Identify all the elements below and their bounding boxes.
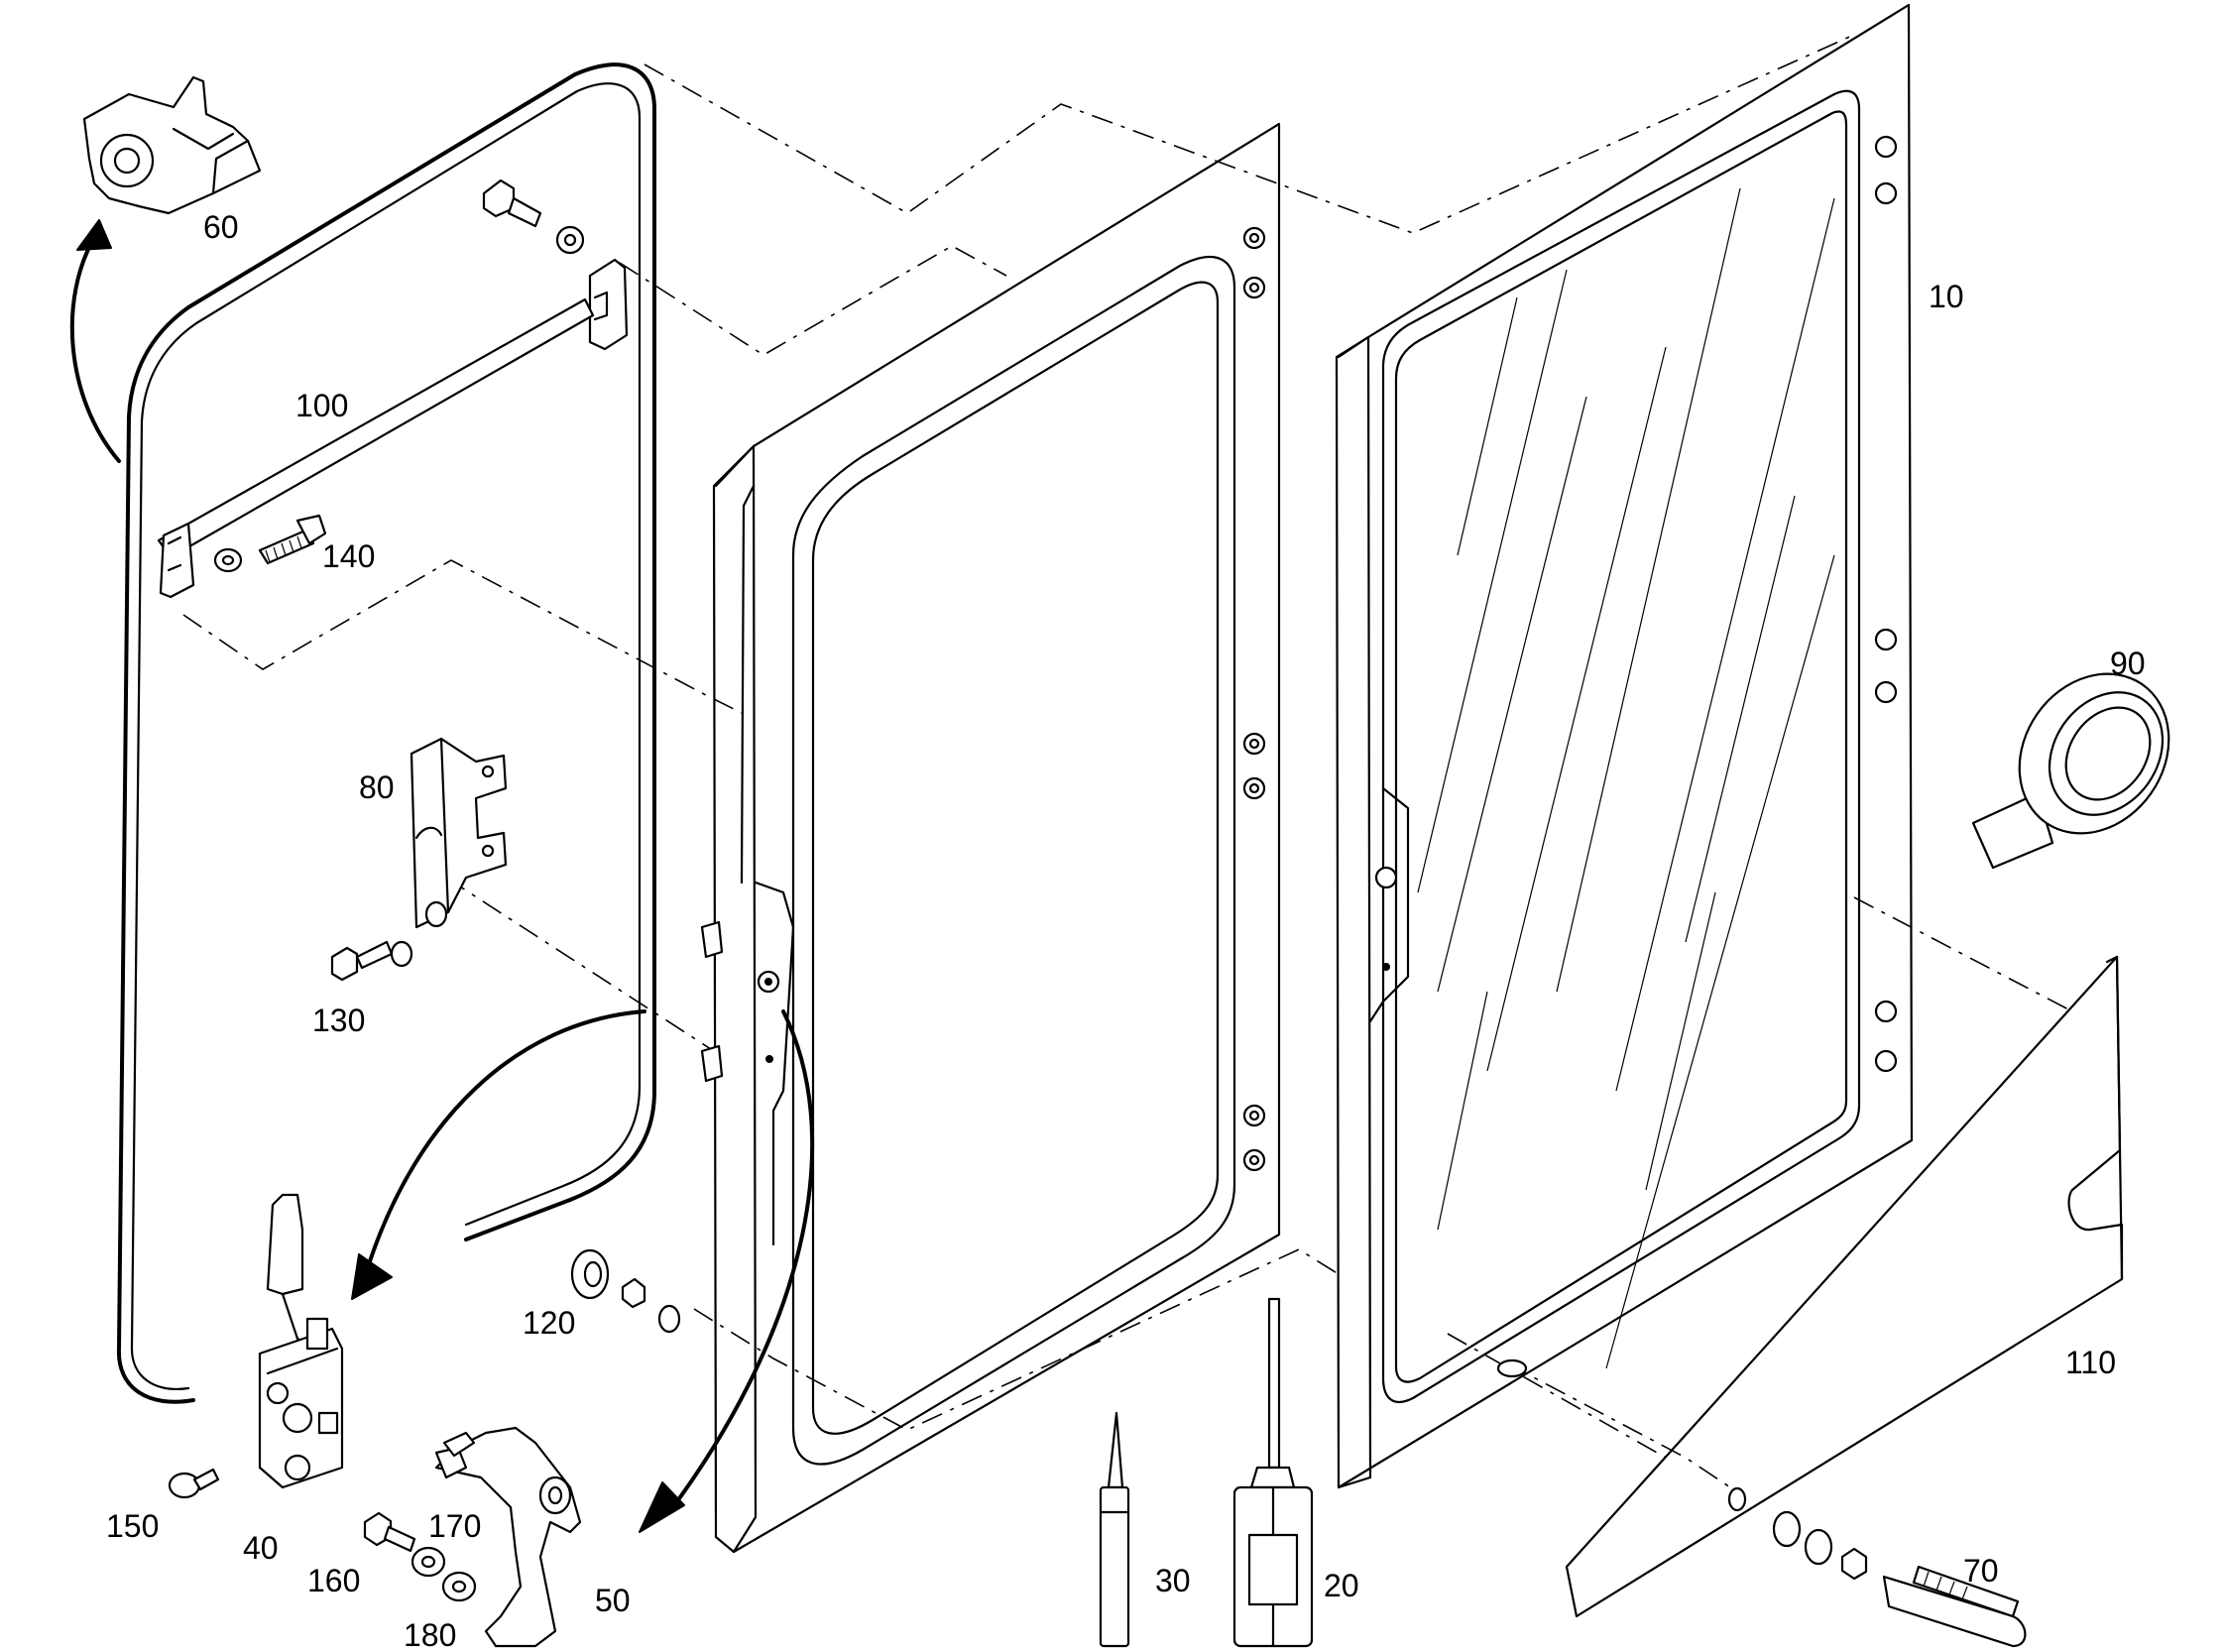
part-160-bolt xyxy=(363,1511,416,1553)
alignment-lines xyxy=(182,34,2073,1498)
part-120-grommet xyxy=(570,1248,681,1334)
callout-90: 90 xyxy=(2110,646,2146,681)
part-180-washers xyxy=(410,1546,477,1602)
callout-60: 60 xyxy=(203,209,239,245)
callout-160: 160 xyxy=(307,1563,360,1598)
callout-20: 20 xyxy=(1324,1568,1359,1603)
part-140-bolt xyxy=(213,514,327,573)
part-50-handle xyxy=(434,1426,582,1648)
callout-100: 100 xyxy=(295,388,348,423)
callout-50: 50 xyxy=(595,1583,631,1618)
part-100-stay-arm xyxy=(157,258,629,599)
callout-110: 110 xyxy=(2065,1345,2116,1380)
callout-labels: 10 20 30 40 50 60 70 80 90 100 110 120 1… xyxy=(106,209,2146,1652)
part-40-lock xyxy=(258,1193,344,1489)
part-70-bolt-set xyxy=(1727,1486,2027,1648)
part-20-cartridge xyxy=(1232,1297,1314,1648)
callout-120: 120 xyxy=(523,1305,575,1341)
callout-140: 140 xyxy=(322,538,375,574)
callout-170: 170 xyxy=(428,1508,481,1544)
callout-30: 30 xyxy=(1155,1563,1191,1598)
part-90-tape-roll xyxy=(1971,672,2170,870)
callout-150: 150 xyxy=(106,1508,159,1544)
callout-40: 40 xyxy=(243,1530,279,1566)
top-bolt xyxy=(482,178,585,255)
part-80-bracket xyxy=(410,737,508,929)
part-110-panel xyxy=(1565,955,2124,1618)
arrow-handle xyxy=(667,1009,815,1514)
part-30-sealant-tube xyxy=(1099,1411,1130,1648)
callout-180: 180 xyxy=(404,1617,456,1652)
part-60-profile xyxy=(82,75,262,215)
part-150-screw xyxy=(168,1468,220,1499)
arrow-60 xyxy=(69,236,121,463)
callout-130: 130 xyxy=(312,1003,365,1038)
callout-10: 10 xyxy=(1929,279,1964,314)
door-seal xyxy=(116,62,656,1404)
part-130-bolt xyxy=(330,900,448,982)
part-170-pin xyxy=(442,1431,476,1458)
arrow-lock xyxy=(367,1009,646,1266)
door-frame xyxy=(700,122,1281,1554)
part-10-glass xyxy=(1335,3,1914,1489)
callout-70: 70 xyxy=(1963,1553,1999,1589)
callout-80: 80 xyxy=(359,769,395,805)
